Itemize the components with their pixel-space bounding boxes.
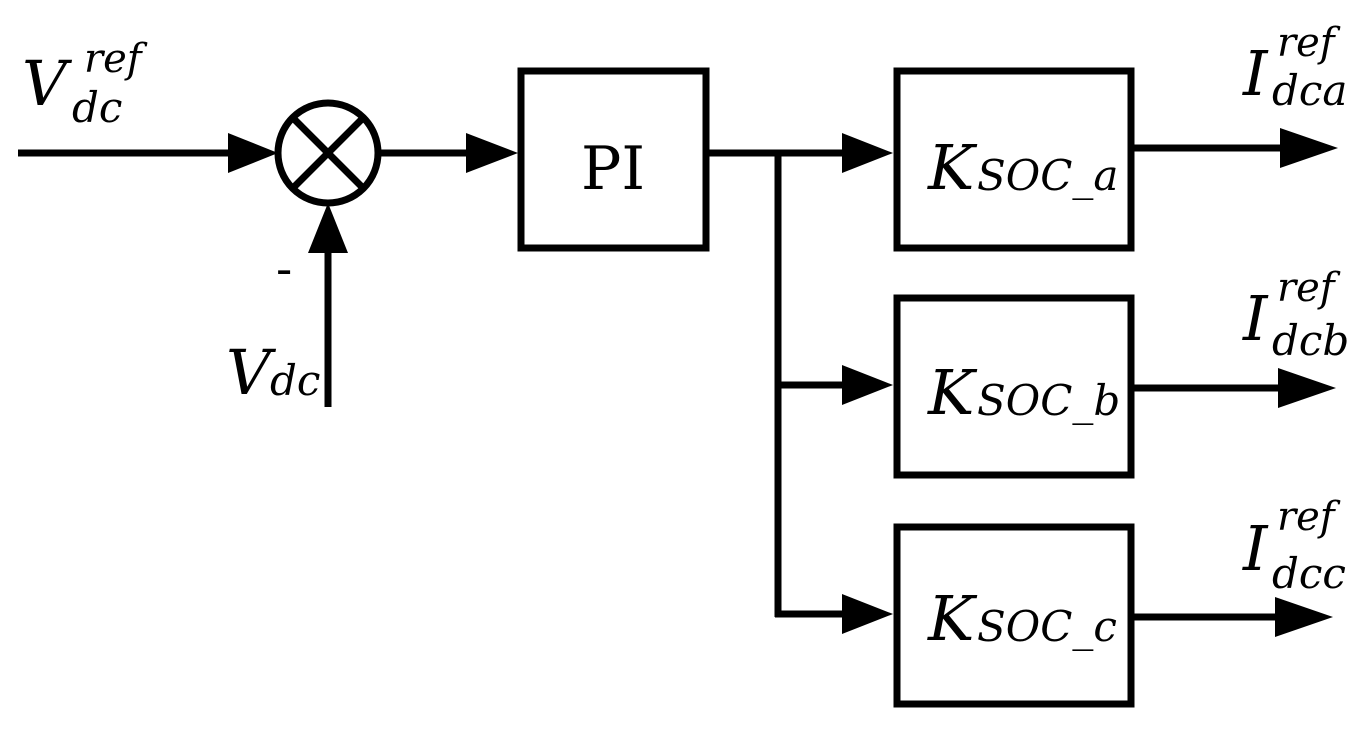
output-a-superscript: ref bbox=[1277, 20, 1341, 66]
feedback-sign: - bbox=[276, 241, 292, 297]
gain-block-c bbox=[893, 523, 1135, 708]
gain-c-subscript: SOC_c bbox=[977, 602, 1117, 651]
branch-b-arrow bbox=[842, 365, 893, 405]
output-a-symbol: I bbox=[1242, 37, 1269, 110]
gain-block-a bbox=[893, 67, 1135, 252]
gain-a-subscript: SOC_a bbox=[977, 151, 1118, 200]
output-b-subscript: dcb bbox=[1272, 316, 1349, 365]
output-a-arrow bbox=[1280, 128, 1338, 168]
gain-block-b bbox=[893, 294, 1135, 479]
output-c-arrow bbox=[1275, 597, 1333, 637]
output-b-superscript: ref bbox=[1277, 265, 1341, 311]
output-c-subscript: dcc bbox=[1272, 549, 1346, 598]
reference-input-superscript: ref bbox=[84, 36, 148, 82]
gain-b-subscript: SOC_b bbox=[977, 376, 1120, 425]
output-c-superscript: ref bbox=[1277, 494, 1341, 540]
output-b-arrow bbox=[1278, 368, 1336, 408]
feedback-input-arrow bbox=[308, 203, 348, 253]
reference-input-arrow bbox=[228, 133, 278, 173]
gain-b-symbol: K bbox=[927, 356, 978, 429]
feedback-input-symbol: V bbox=[226, 336, 277, 409]
branch-c-arrow bbox=[842, 594, 893, 634]
feedback-input-subscript: dc bbox=[270, 356, 320, 405]
output-c-symbol: I bbox=[1242, 512, 1269, 585]
pi-controller-block bbox=[517, 67, 710, 252]
reference-input-subscript: dc bbox=[72, 83, 122, 132]
summing-junction bbox=[274, 99, 382, 207]
gain-a-symbol: K bbox=[927, 131, 978, 204]
error-signal-arrow bbox=[466, 133, 518, 173]
reference-input-symbol: V bbox=[22, 47, 73, 120]
output-a-subscript: dca bbox=[1272, 66, 1347, 115]
branch-a-arrow bbox=[842, 133, 893, 173]
pi-controller-label: PI bbox=[581, 134, 645, 204]
gain-c-symbol: K bbox=[927, 582, 978, 655]
output-b-symbol: I bbox=[1242, 282, 1269, 355]
